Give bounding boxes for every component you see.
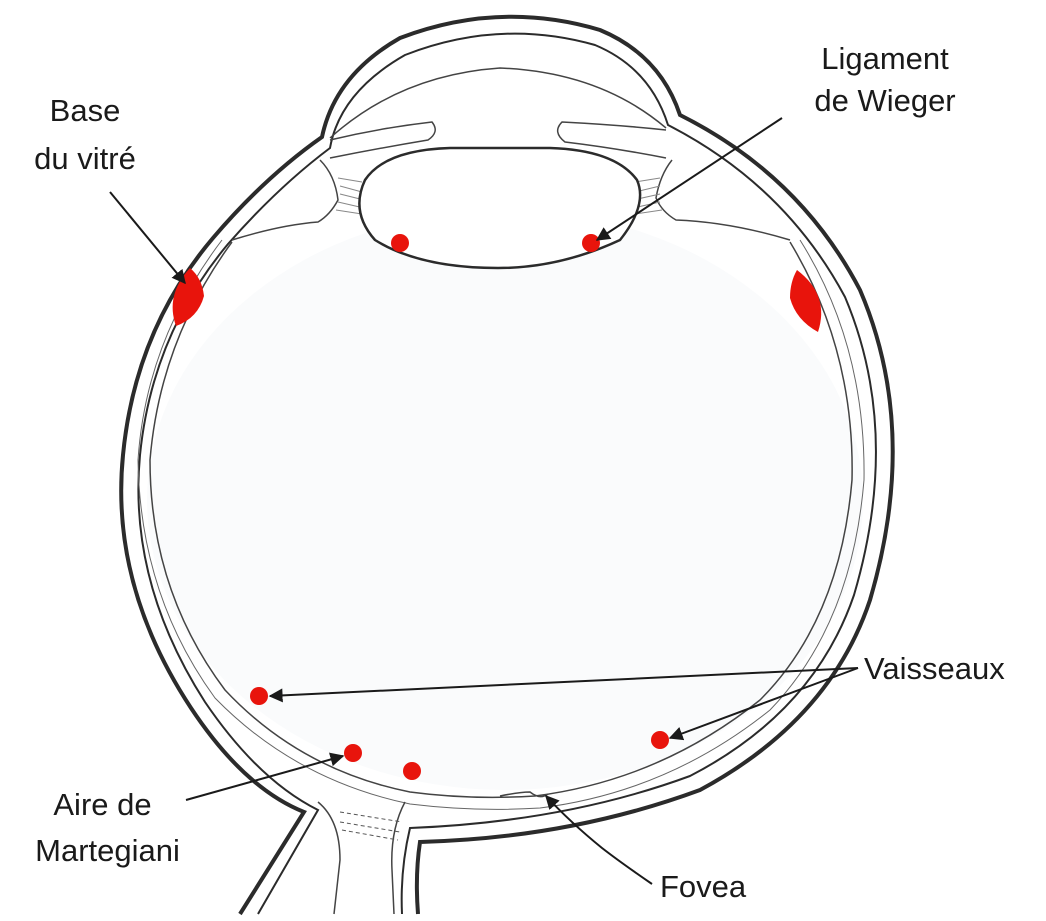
label-aire-line2: Martegiani: [20, 832, 195, 870]
wieger-marker-right: [582, 234, 600, 252]
label-ligament-line1: Ligament: [790, 40, 980, 78]
label-vaisseaux: Vaisseaux: [864, 650, 1005, 688]
ciliary-body-right: [656, 160, 790, 240]
label-aire-line1: Aire de: [20, 786, 185, 824]
vessel-marker-right: [651, 731, 669, 749]
optic-nerve-left: [318, 802, 340, 914]
optic-nerve-right: [392, 802, 405, 914]
vessel-marker-left: [250, 687, 268, 705]
lamina-cribrosa: [340, 812, 402, 840]
label-fovea: Fovea: [660, 868, 746, 906]
vitreous-base-marker-left: [173, 268, 204, 326]
martegiani-marker-2: [403, 762, 421, 780]
leader-base-vitre: [110, 192, 185, 283]
label-base-vitre-line1: Base: [25, 92, 145, 130]
cornea-line: [330, 68, 666, 138]
wieger-marker-left: [391, 234, 409, 252]
label-base-vitre-line2: du vitré: [10, 140, 160, 178]
label-ligament-line2: de Wieger: [790, 82, 980, 120]
martegiani-marker: [344, 744, 362, 762]
vitreous-base-marker-right: [790, 270, 821, 332]
leader-martegiani: [186, 756, 343, 800]
